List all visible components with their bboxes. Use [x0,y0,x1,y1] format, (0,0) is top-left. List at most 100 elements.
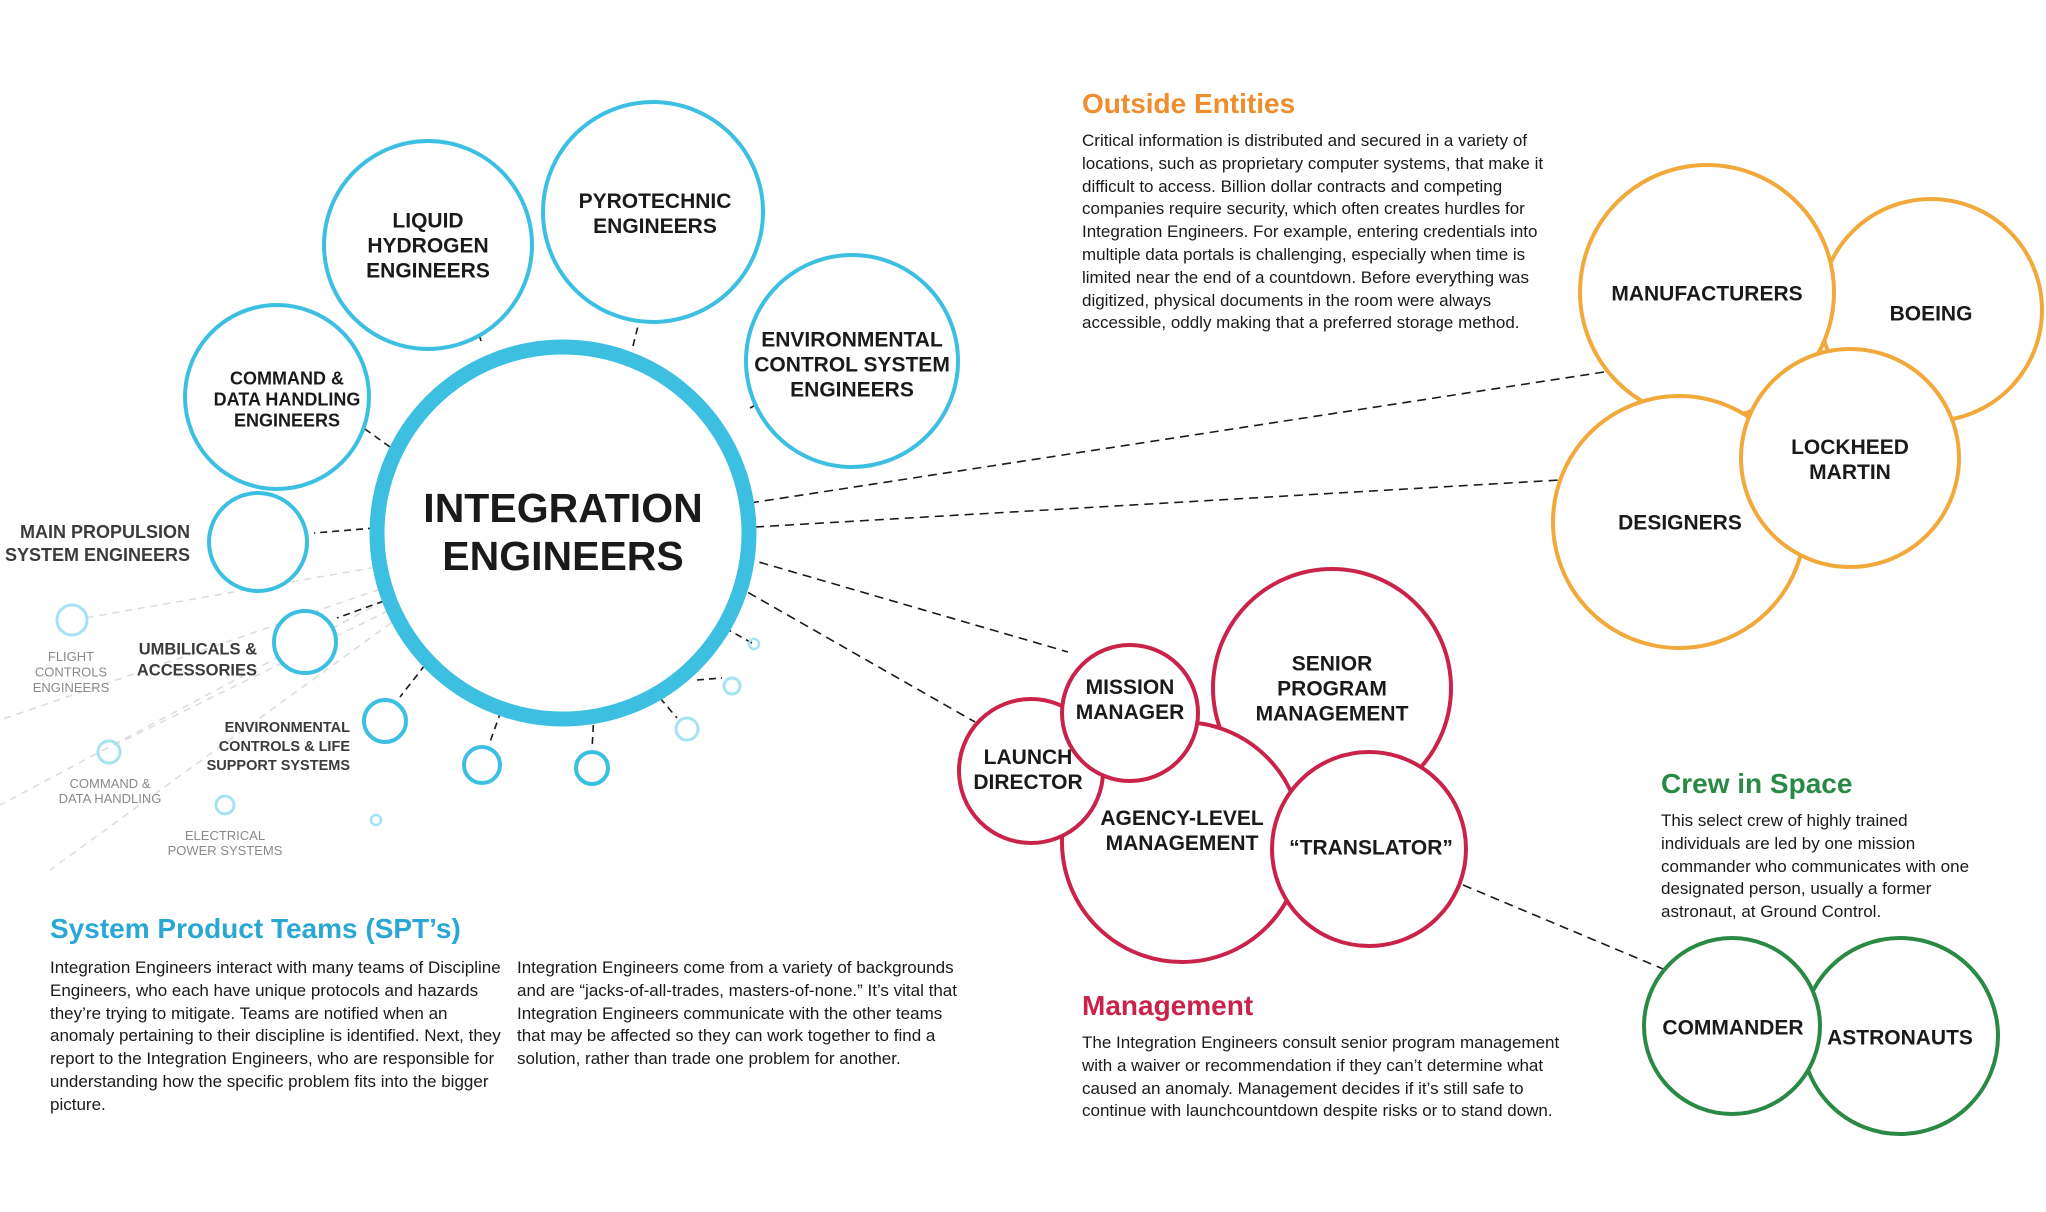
crew-heading: Crew in Space [1661,768,1853,799]
label-line: LIQUID [392,210,463,233]
integration-engineers-circle [369,339,757,727]
label-line: SYSTEM ENGINEERS [5,545,190,565]
label-line: HYDROGEN [367,235,488,258]
label-line: SUPPORT SYSTEMS [207,758,351,774]
label-line: BOEING [1890,303,1973,326]
label-line: INTEGRATION [423,485,702,531]
label-line: POWER SYSTEMS [168,843,283,858]
small-dot-4 [674,716,700,742]
umbilicals-label: UMBILICALS & ACCESSORIES [137,640,257,679]
label-line: ENGINEERS [790,379,914,402]
label-line: “TRANSLATOR” [1289,837,1453,860]
outside-heading: Outside Entities [1082,88,1296,119]
electrical-power-circle [214,794,236,816]
translator-label: “TRANSLATOR” [1289,837,1453,860]
label-line: FLIGHT [48,649,94,664]
label-line: DIRECTOR [973,771,1082,794]
label-line: MANAGEMENT [1256,703,1409,726]
label-line: MAIN PROPULSION [20,522,190,542]
label-line: MARTIN [1809,461,1891,484]
label-line: ENGINEERS [366,260,490,283]
env-controls-life-circle [362,698,408,744]
translator-circle [1270,750,1468,948]
faint-connectors [0,564,403,871]
label-line: DESIGNERS [1618,512,1742,535]
label-line: AGENCY-LEVEL [1100,807,1264,830]
label-line: COMMAND & [230,368,344,388]
management-circles [957,567,1468,964]
commander-circle [1642,936,1822,1116]
label-line: ENGINEERS [593,215,717,238]
label-line: CONTROL SYSTEM [754,354,950,377]
label-line: MANAGEMENT [1106,832,1259,855]
small-dot-1 [369,813,383,827]
management-section: Management The Integration Engineers con… [1082,990,1572,1123]
label-line: ENGINEERS [442,533,684,579]
spt-body-1: Integration Engineers interact with many… [50,958,501,1114]
label-line: MISSION [1086,676,1175,699]
outside-entities-circles [1551,163,2044,650]
umbilicals-circle [272,609,338,675]
outside-section: Outside Entities Critical information is… [1082,88,1572,335]
label-line: DATA HANDLING [59,791,162,806]
label-line: PROGRAM [1277,678,1387,701]
designers-label: DESIGNERS [1618,512,1742,535]
spt-col1: Integration Engineers interact with many… [50,957,505,1117]
crew-section: Crew in Space This select crew of highly… [1661,768,1991,924]
spt-section: System Product Teams (SPT’s) [50,913,980,955]
spt-col2: Integration Engineers come from a variet… [517,957,962,1071]
label-line: COMMANDER [1662,1017,1803,1040]
spt-body-2: Integration Engineers come from a variet… [517,958,957,1069]
label-line: ENVIRONMENTAL [761,329,943,352]
small-dot-3 [722,676,742,696]
management-body: The Integration Engineers consult senior… [1082,1033,1560,1121]
pyrotechnic-circle [541,100,765,324]
boeing-label: BOEING [1890,303,1973,326]
flight-controls-circle [55,603,89,637]
environmental-circle [744,253,960,469]
label-line: CONTROLS & LIFE [219,739,351,755]
label-line: ACCESSORIES [137,661,257,679]
label-line: SENIOR [1292,653,1373,676]
command-data-handling-minor-label: COMMAND &DATA HANDLING [59,776,162,806]
label-line: PYROTECHNIC [579,190,732,213]
label-line: ENVIRONMENTAL [225,720,351,736]
label-line: UMBILICALS & [139,640,257,658]
command-data-handling-minor-circle [96,739,122,765]
label-line: MANUFACTURERS [1611,283,1802,306]
mission-manager-circle [1060,643,1200,783]
group-connectors [734,371,1669,972]
label-line: ENGINEERS [234,410,340,430]
liquid-hydrogen-circle [322,139,534,351]
main-propulsion-label: MAIN PROPULSION SYSTEM ENGINEERS [5,522,190,565]
discipline-team-circles [183,100,960,786]
crew-body: This select crew of highly trained indiv… [1661,811,1970,922]
label-line: LOCKHEED [1791,436,1909,459]
commander-label: COMMANDER [1662,1017,1803,1040]
label-line: ASTRONAUTS [1827,1027,1973,1050]
lockheed-circle [1739,347,1961,569]
label-line: MANAGER [1076,701,1185,724]
env-controls-life-label: ENVIRONMENTAL CONTROLS & LIFE SUPPORT SYST… [207,720,351,774]
main-propulsion-circle [207,491,309,593]
label-line: ENGINEERS [33,680,110,695]
crew-circles [1642,936,2000,1136]
small-dot-2 [747,637,761,651]
minor-team-circles [55,603,761,827]
label-line: ELECTRICAL [185,828,265,843]
spt-heading: System Product Teams (SPT’s) [50,913,461,944]
management-heading: Management [1082,990,1254,1021]
small-team-circle-a [462,745,502,785]
